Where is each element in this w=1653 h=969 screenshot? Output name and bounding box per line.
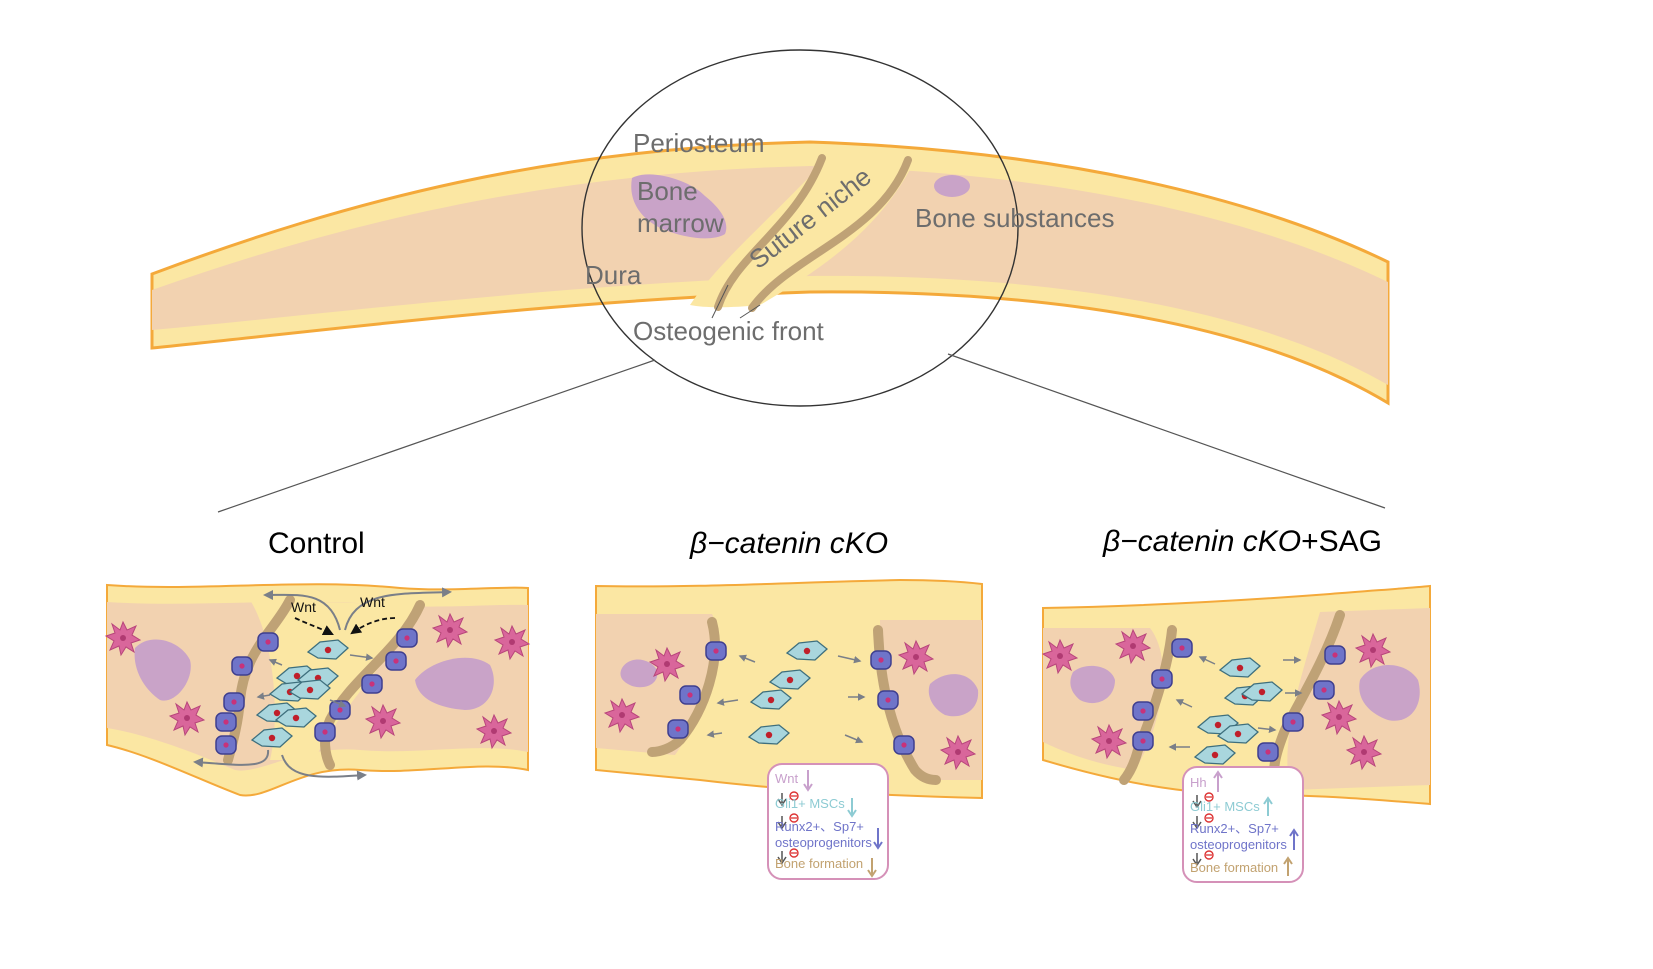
cko-box-osteoprogenitors: osteoprogenitors	[775, 835, 872, 850]
label-dura: Dura	[585, 260, 642, 290]
cko-box-wnt: Wnt	[775, 771, 799, 786]
zoom-line-left	[217, 359, 656, 513]
panel-title-cko-sag-suffix: +SAG	[1301, 525, 1382, 558]
panel-cko: Wnt Gli1+ MSCs Runx2+、Sp7+ osteoprogenit…	[595, 578, 983, 880]
sag-box-gli1: Gli1+ MSCs	[1190, 799, 1260, 814]
cko-summary-box: Wnt Gli1+ MSCs Runx2+、Sp7+ osteoprogenit…	[767, 763, 889, 880]
panel-title-control: Control	[268, 527, 365, 560]
panel-cko-sag: Hh Gli1+ MSCs Runx2+、Sp7+ osteoprogenito…	[1042, 584, 1431, 883]
panel-title-cko-sag-italic: β−catenin cKO	[1102, 525, 1301, 558]
label-bone-substances: Bone substances	[915, 203, 1114, 233]
sag-summary-box: Hh Gli1+ MSCs Runx2+、Sp7+ osteoprogenito…	[1182, 766, 1304, 883]
osteogenic-front-leader-2	[739, 304, 761, 319]
panel-title-cko-sag: β−catenin cKO+SAG	[1102, 525, 1382, 558]
sag-box-osteoprogenitors: osteoprogenitors	[1190, 837, 1287, 852]
zoom-line-right	[947, 353, 1386, 509]
label-bone-marrow-2: marrow	[637, 208, 724, 238]
label-osteogenic-front: Osteogenic front	[633, 316, 825, 346]
sag-box-hh: Hh	[1190, 775, 1207, 790]
wnt-label-left: Wnt	[291, 599, 316, 615]
wnt-label-right: Wnt	[360, 594, 385, 610]
cko-box-bone-formation: Bone formation	[775, 856, 863, 871]
skull-band	[150, 140, 1390, 406]
magnifier-circle	[581, 49, 1019, 407]
osteogenic-front-leader-1	[711, 284, 729, 319]
sag-box-bone-formation: Bone formation	[1190, 860, 1278, 875]
label-bone-marrow-1: Bone	[637, 176, 698, 206]
panel-control: Wnt Wnt	[105, 583, 530, 797]
label-periosteum: Periosteum	[633, 128, 765, 158]
cko-box-runx2: Runx2+、Sp7+	[775, 819, 864, 834]
sag-box-runx2: Runx2+、Sp7+	[1190, 821, 1279, 836]
panel-title-cko: β−catenin cKO	[689, 527, 888, 560]
cko-box-gli1: Gli1+ MSCs	[775, 796, 845, 811]
